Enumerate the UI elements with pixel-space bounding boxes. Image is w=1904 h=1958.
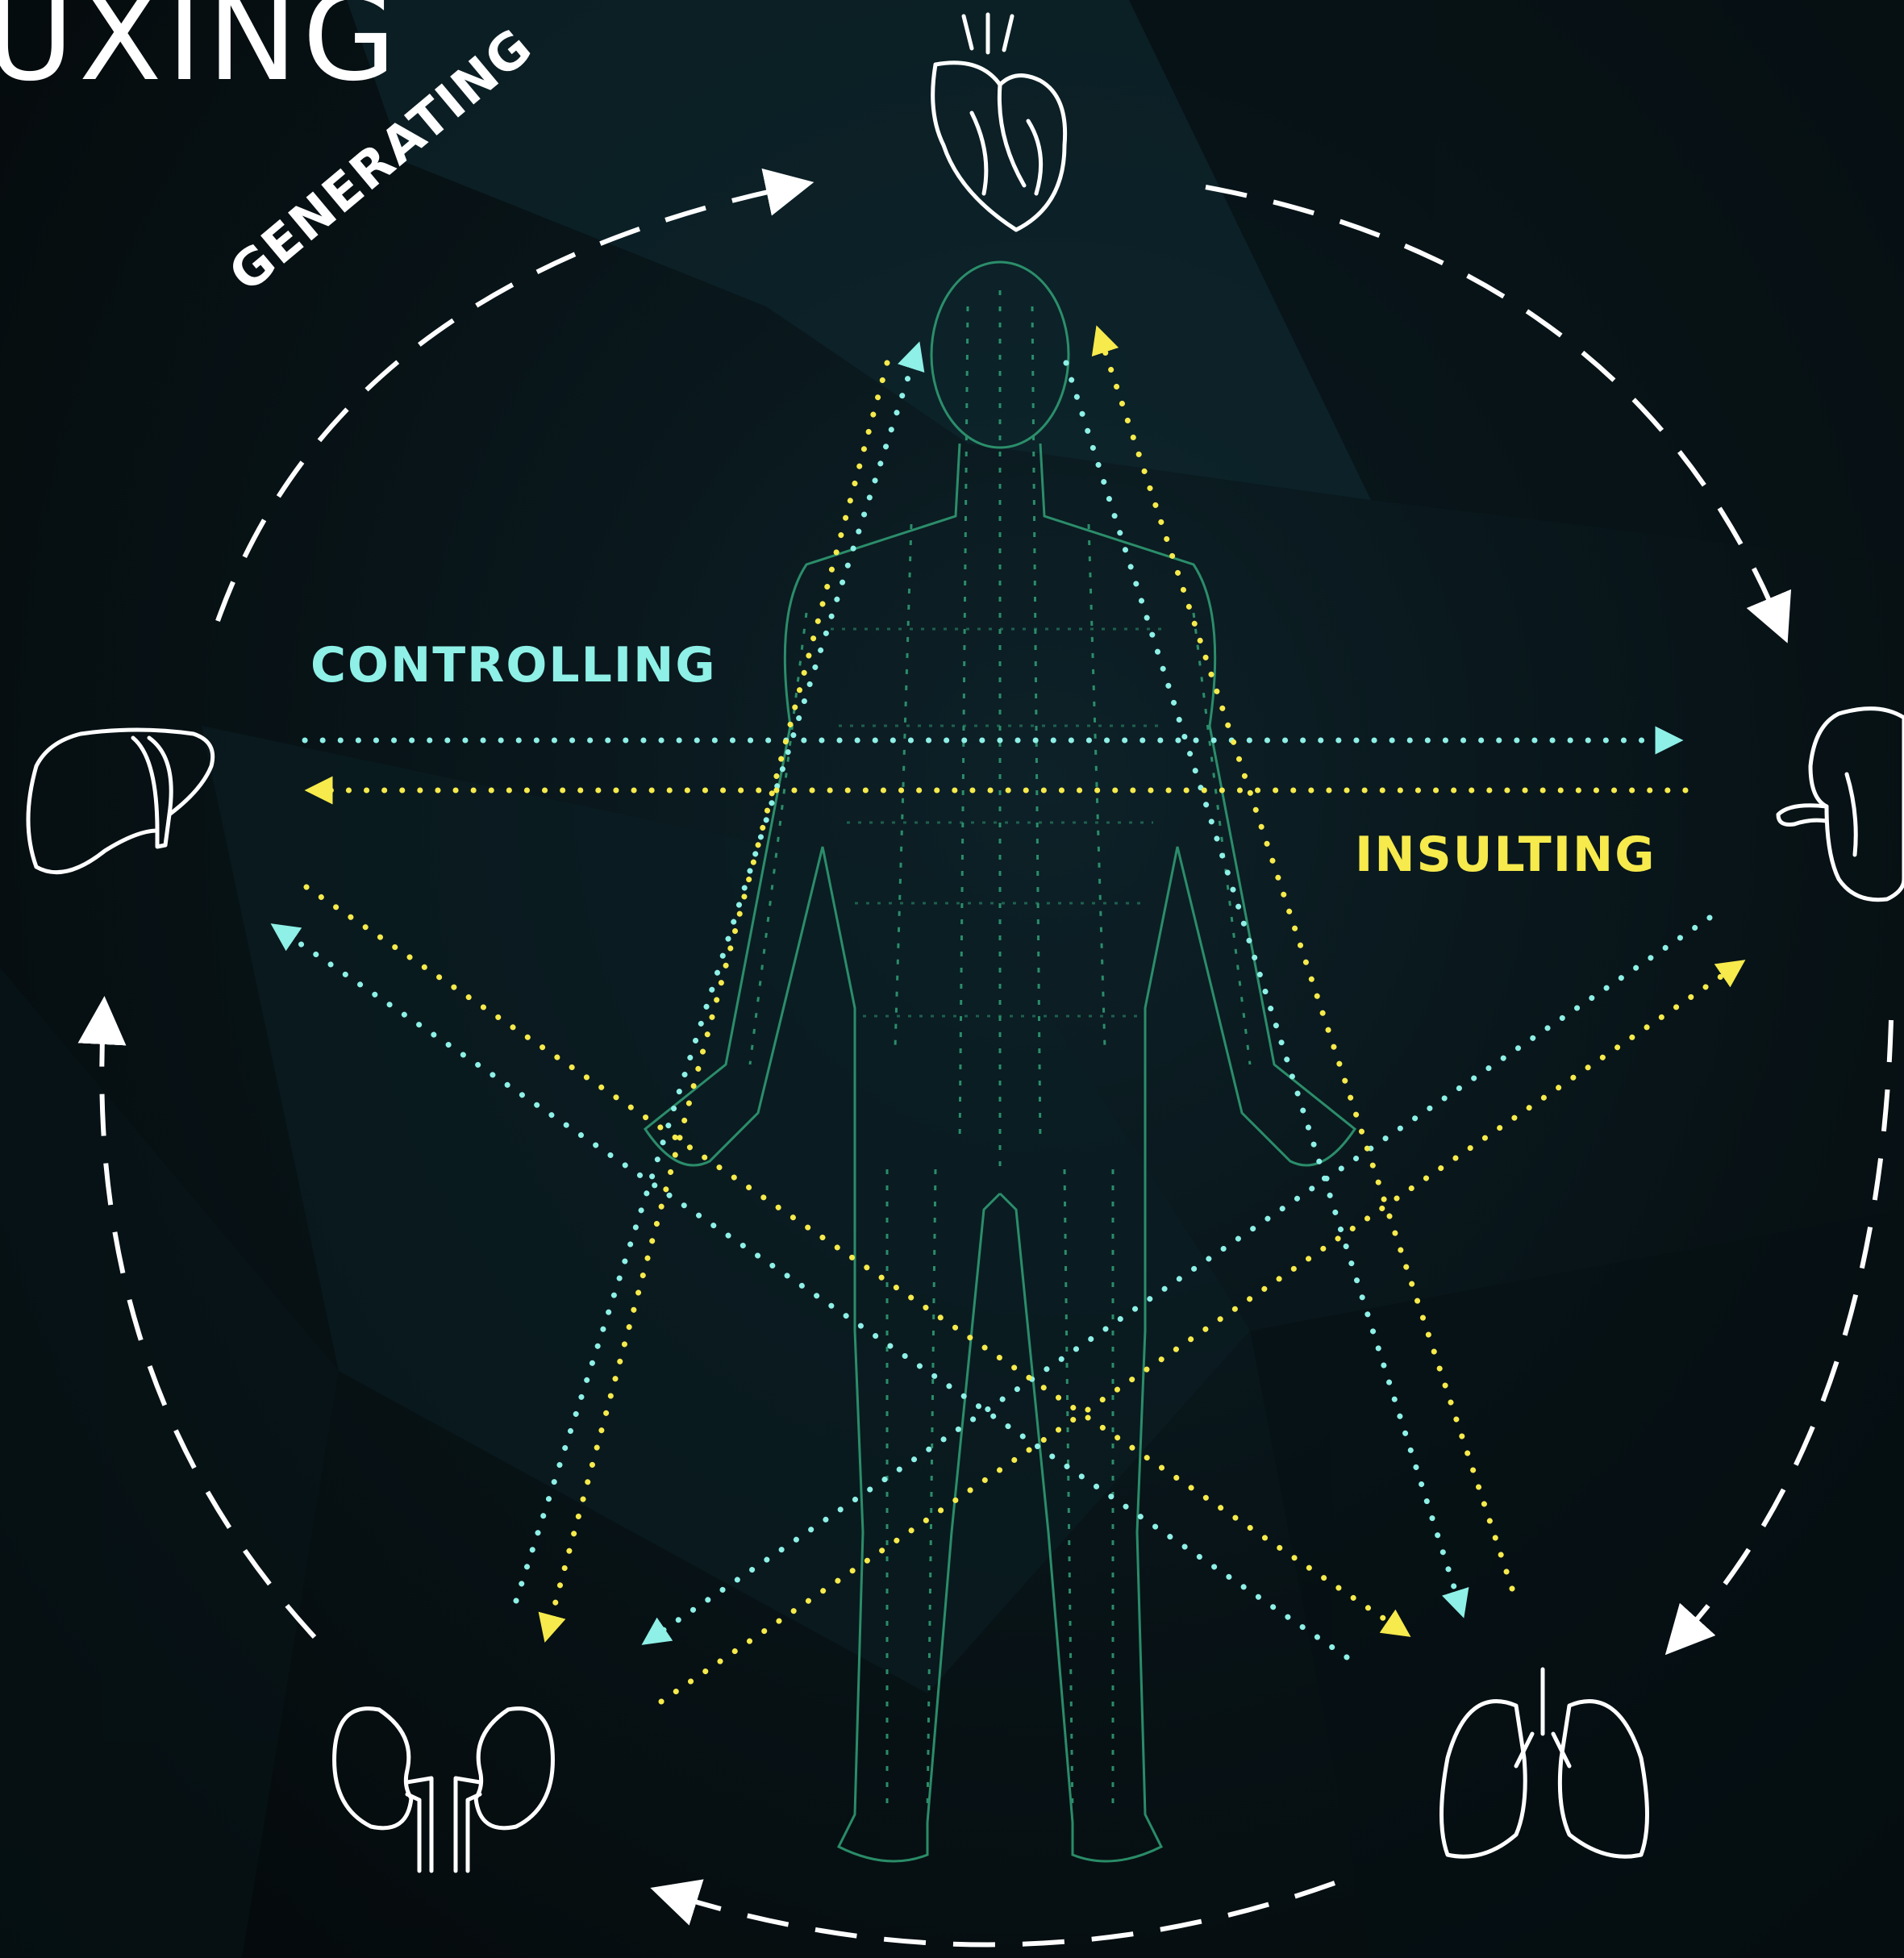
insulting-label: INSULTING: [1355, 827, 1656, 883]
page-title: UXING: [0, 0, 401, 108]
arc-lungs-to-kidneys: [673, 1883, 1335, 1944]
liver-icon: [28, 730, 213, 873]
kidneys-icon: [335, 1709, 553, 1871]
spleen-icon: [1778, 709, 1904, 900]
controlling-label: CONTROLLING: [310, 637, 717, 694]
